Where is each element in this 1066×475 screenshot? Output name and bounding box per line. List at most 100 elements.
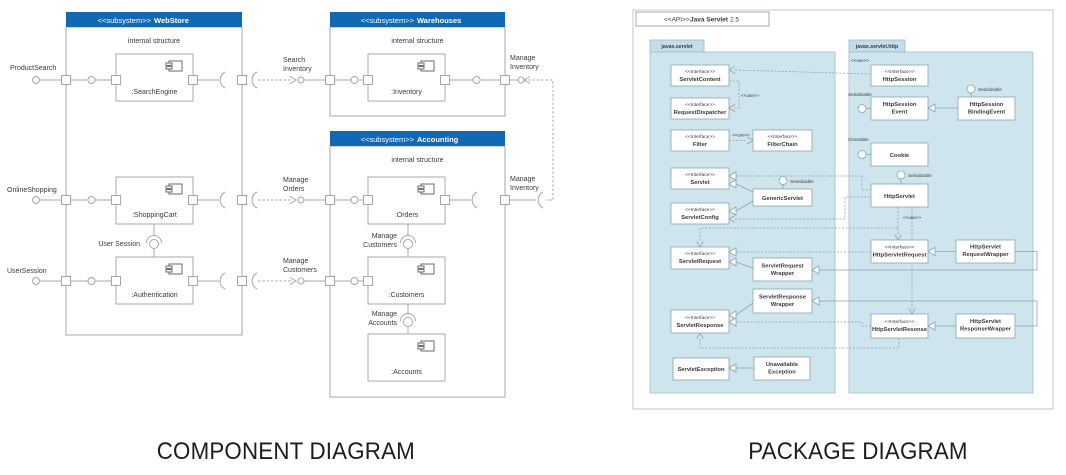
httpservletrequestwrapper-name-2: RequestWrapper — [962, 252, 1009, 258]
orders-label: :Orders — [395, 212, 419, 219]
port — [363, 195, 373, 205]
lollipop-interface-icon — [896, 170, 906, 180]
component-shoppingcart[interactable]: :ShoppingCart — [115, 176, 194, 225]
port — [500, 195, 510, 205]
httpservletrequestwrapper-name-1: HttpServlet — [970, 245, 1001, 251]
ball-interface-icon — [350, 277, 359, 285]
box-httpservletrequest[interactable]: <<Interface>>HttpServletRequest — [870, 239, 929, 264]
ball-interface-icon — [472, 76, 481, 84]
box-httpservlet[interactable]: HttpServlet — [870, 183, 929, 208]
diagram-title-box: <<API>> Java Servlet 2.5 — [635, 11, 770, 27]
package-connectors: <<use>> <<use>> <<use>> — [696, 58, 1038, 373]
component-orders[interactable]: :Orders — [367, 176, 446, 225]
box-servlet[interactable]: <<Interface>> Servlet — [670, 167, 730, 190]
box-servletrequest[interactable]: <<Interface>>ServletRequest — [670, 246, 730, 270]
lollipop-interface-icon — [403, 239, 413, 249]
serializable-label: Serializable — [908, 173, 932, 178]
requestdispatcher-name: RequestDispatcher — [674, 110, 728, 116]
webstore-name: WebStore — [154, 16, 189, 25]
box-filter[interactable]: <<Interface>>Filter — [670, 129, 730, 152]
box-cookie[interactable]: Cookie — [870, 142, 929, 167]
usersession-label: UserSession — [7, 268, 47, 275]
stereotype-interface: <<Interface>> — [685, 134, 715, 140]
unavailableexception-name-1: Unavailable — [766, 362, 799, 368]
stereotype-interface: <<Interface>> — [885, 69, 915, 75]
box-httpsession[interactable]: <<Interface>>HttpSession — [870, 64, 929, 87]
stereotype-interface: <<Interface>> — [685, 172, 715, 178]
webstore-header — [66, 12, 242, 27]
stereotype-interface: <<Interface>> — [885, 319, 915, 325]
box-servletconfig[interactable]: <<Interface>>ServletConfig — [670, 202, 730, 225]
servlet-name: Servlet — [690, 180, 709, 186]
search-inventory-label-1: Search — [283, 57, 305, 64]
port — [237, 276, 247, 286]
customers-label: :Customers — [389, 292, 425, 299]
box-servletcontent[interactable]: <<Interface>>ServletContent — [670, 64, 730, 87]
component-inventory[interactable]: :Inventory — [367, 53, 446, 102]
servletrequestwrapper-name-1: ServletRequest — [761, 264, 803, 270]
port — [440, 75, 450, 85]
ball-interface-icon — [87, 76, 96, 84]
onlineshopping-label: OnlineShopping — [7, 187, 57, 194]
component-searchengine[interactable]: :SearchEngine — [115, 53, 194, 102]
box-genericservlet[interactable]: GenericServlet — [752, 188, 813, 207]
box-httpservletresponse[interactable]: <<Interface>>HttpServletResonse — [870, 313, 929, 339]
lollipop-interface-icon — [857, 150, 867, 159]
lollipop-interface-icon — [778, 176, 788, 185]
httpsessionbindingevent-name-1: HttpSession — [970, 102, 1004, 108]
httpsessionevent-name-2: Event — [892, 110, 908, 116]
httpservletresponsewrapper-name-2: ResponseWrapper — [960, 327, 1012, 333]
manage-accounts-connector: Manage Accounts — [368, 304, 416, 334]
servletrequest-name: ServletRequest — [679, 259, 721, 265]
box-servletexception[interactable]: ServletException — [672, 357, 730, 381]
component-customers[interactable]: :Customers — [367, 256, 446, 305]
port — [325, 75, 335, 85]
ball-interface-icon — [297, 76, 305, 84]
port — [188, 276, 198, 286]
ball-interface-icon — [297, 196, 305, 204]
component-authentication[interactable]: :Authentication — [115, 256, 194, 305]
interface-circle-icon — [32, 196, 40, 204]
port — [111, 75, 121, 85]
lollipop-interface-icon — [149, 239, 159, 249]
user-session-label: User Session — [98, 241, 140, 248]
ball-interface-icon — [87, 277, 96, 285]
subsystem-accounting[interactable]: <<subsystem>> Accounting internal struct… — [329, 131, 506, 398]
socket-arc-icon — [251, 71, 258, 89]
component-accounts[interactable]: :Accounts — [367, 333, 446, 382]
package-diagram-frame — [632, 9, 1054, 410]
subsystem-webstore[interactable]: <<subsystem>> WebStore internal structur… — [65, 12, 243, 336]
row-usersession: UserSession Manage Customers — [7, 258, 373, 290]
socket-arc-icon — [251, 272, 258, 290]
package-javax-servlet-http[interactable]: javax.servlet.http — [848, 39, 1034, 394]
package-diagram-caption: PACKAGE DIAGRAM — [748, 438, 968, 465]
box-servletresponse[interactable]: <<Interface>>ServletResponse — [670, 309, 730, 334]
socket-arc-icon — [537, 191, 544, 209]
accounting-stereotype: <<subsystem>> — [361, 135, 415, 144]
title-name: Java Servlet — [690, 17, 729, 24]
component-diagram: <<subsystem>> WebStore internal structur… — [7, 12, 554, 398]
manage-customers-int-label-2: Customers — [363, 242, 397, 249]
ball-interface-icon — [297, 277, 305, 285]
port — [500, 75, 510, 85]
serializable-label: Serializable — [848, 92, 872, 97]
socket-arc-icon — [251, 191, 258, 209]
httpservlet-name: HttpServlet — [884, 194, 915, 200]
port — [61, 195, 71, 205]
port — [61, 276, 71, 286]
row-productsearch: ProductSearch Search Inventory — [10, 55, 539, 89]
box-filterchain[interactable]: <<Interface>>FilterChain — [752, 129, 813, 152]
subsystem-warehouses[interactable]: <<subsystem>> Warehouses internal struct… — [329, 12, 506, 117]
box-requestdispatcher[interactable]: <<Interface>>RequestDispatcher — [670, 97, 730, 120]
webstore-internal-structure: internal structure — [128, 38, 180, 45]
httpservletrequest-name: HttpServletRequest — [873, 253, 927, 259]
servletresponsewrapper-name-1: ServletResponse — [759, 295, 807, 301]
